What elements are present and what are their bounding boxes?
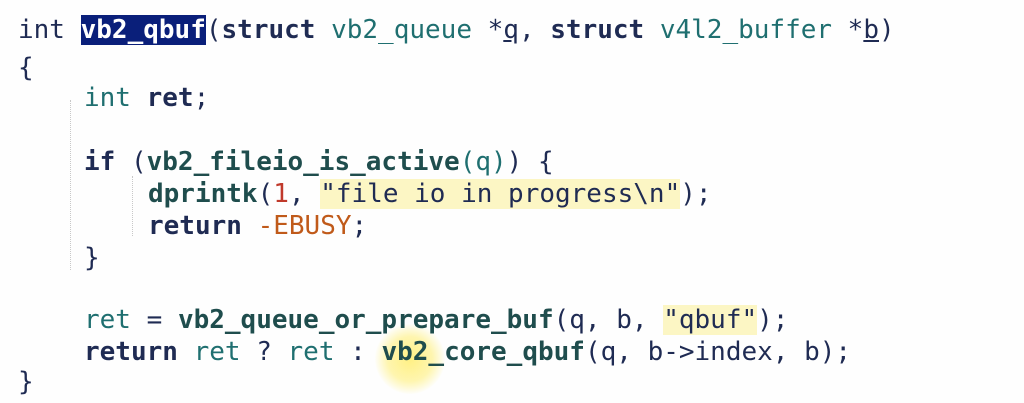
punctuation: ); [680,179,712,209]
punctuation: ( [130,147,147,177]
keyword-return: return [148,211,258,241]
punctuation: ); [757,305,789,335]
code-line-6[interactable]: dprintk(1, "file io in progress\n"); [148,178,712,210]
keyword-int: int [84,83,147,113]
keyword-if: if [84,147,131,177]
type-name: v4l2_buffer [659,15,833,45]
code-line-1[interactable]: int vb2_qbuf(struct vb2_queue *q, struct… [18,14,895,46]
code-line-7[interactable]: return -EBUSY; [148,210,367,242]
variable-ret: ret [84,305,131,335]
string-literal: "file io in progress\n" [320,179,681,209]
arguments: (q, b, [553,305,664,335]
keyword-return: return [84,337,194,367]
string-literal: "qbuf" [663,305,758,335]
punctuation: ; [351,211,368,241]
arguments: (q, b->index, b); [584,337,852,367]
code-line-3[interactable]: int ret; [84,82,209,114]
close-brace: } [18,367,34,397]
param-name: q [503,15,519,45]
constant-ebusy: -EBUSY [257,211,352,241]
code-line-2[interactable]: { [18,52,34,84]
punctuation: , [518,15,551,45]
operator: : [334,337,382,367]
arguments: (q) [459,147,507,177]
type-name: vb2_queue [331,15,472,45]
code-line-5[interactable]: if (vb2_fileio_is_active(q)) { [84,146,554,178]
number-literal: 1 [273,179,289,209]
punctuation: ( [205,15,222,45]
punctuation: ) [879,15,895,45]
punctuation: ; [193,83,210,113]
keyword-int: int [18,15,81,45]
code-line-8[interactable]: } [84,242,100,274]
operator: ? [240,337,288,367]
indent-guide [70,100,71,270]
indent-guide [132,176,133,236]
punctuation: ( [257,179,274,209]
keyword-struct: struct [550,15,660,45]
keyword-struct: struct [221,15,332,45]
param-name: b [863,15,879,45]
punctuation: , [288,179,321,209]
selected-function-name[interactable]: vb2_qbuf [80,15,206,45]
punctuation: * [471,15,504,45]
function-call: vb2_queue_or_prepare_buf [177,305,554,335]
punctuation: * [832,15,864,45]
variable-ret: ret [193,337,241,367]
code-line-12[interactable]: } [18,366,34,398]
code-line-10[interactable]: ret = vb2_queue_or_prepare_buf(q, b, "qb… [84,304,788,336]
variable-ret: ret [146,83,194,113]
punctuation: ) { [506,147,554,177]
variable-ret: ret [287,337,335,367]
code-line-11[interactable]: return ret ? ret : vb2_core_qbuf(q, b->i… [84,336,851,368]
function-call: vb2_core_qbuf [381,337,585,367]
open-brace: { [18,53,34,83]
operator: = [130,305,178,335]
close-brace: } [84,243,100,273]
function-call: dprintk [148,179,258,209]
function-call: vb2_fileio_is_active [146,147,460,177]
